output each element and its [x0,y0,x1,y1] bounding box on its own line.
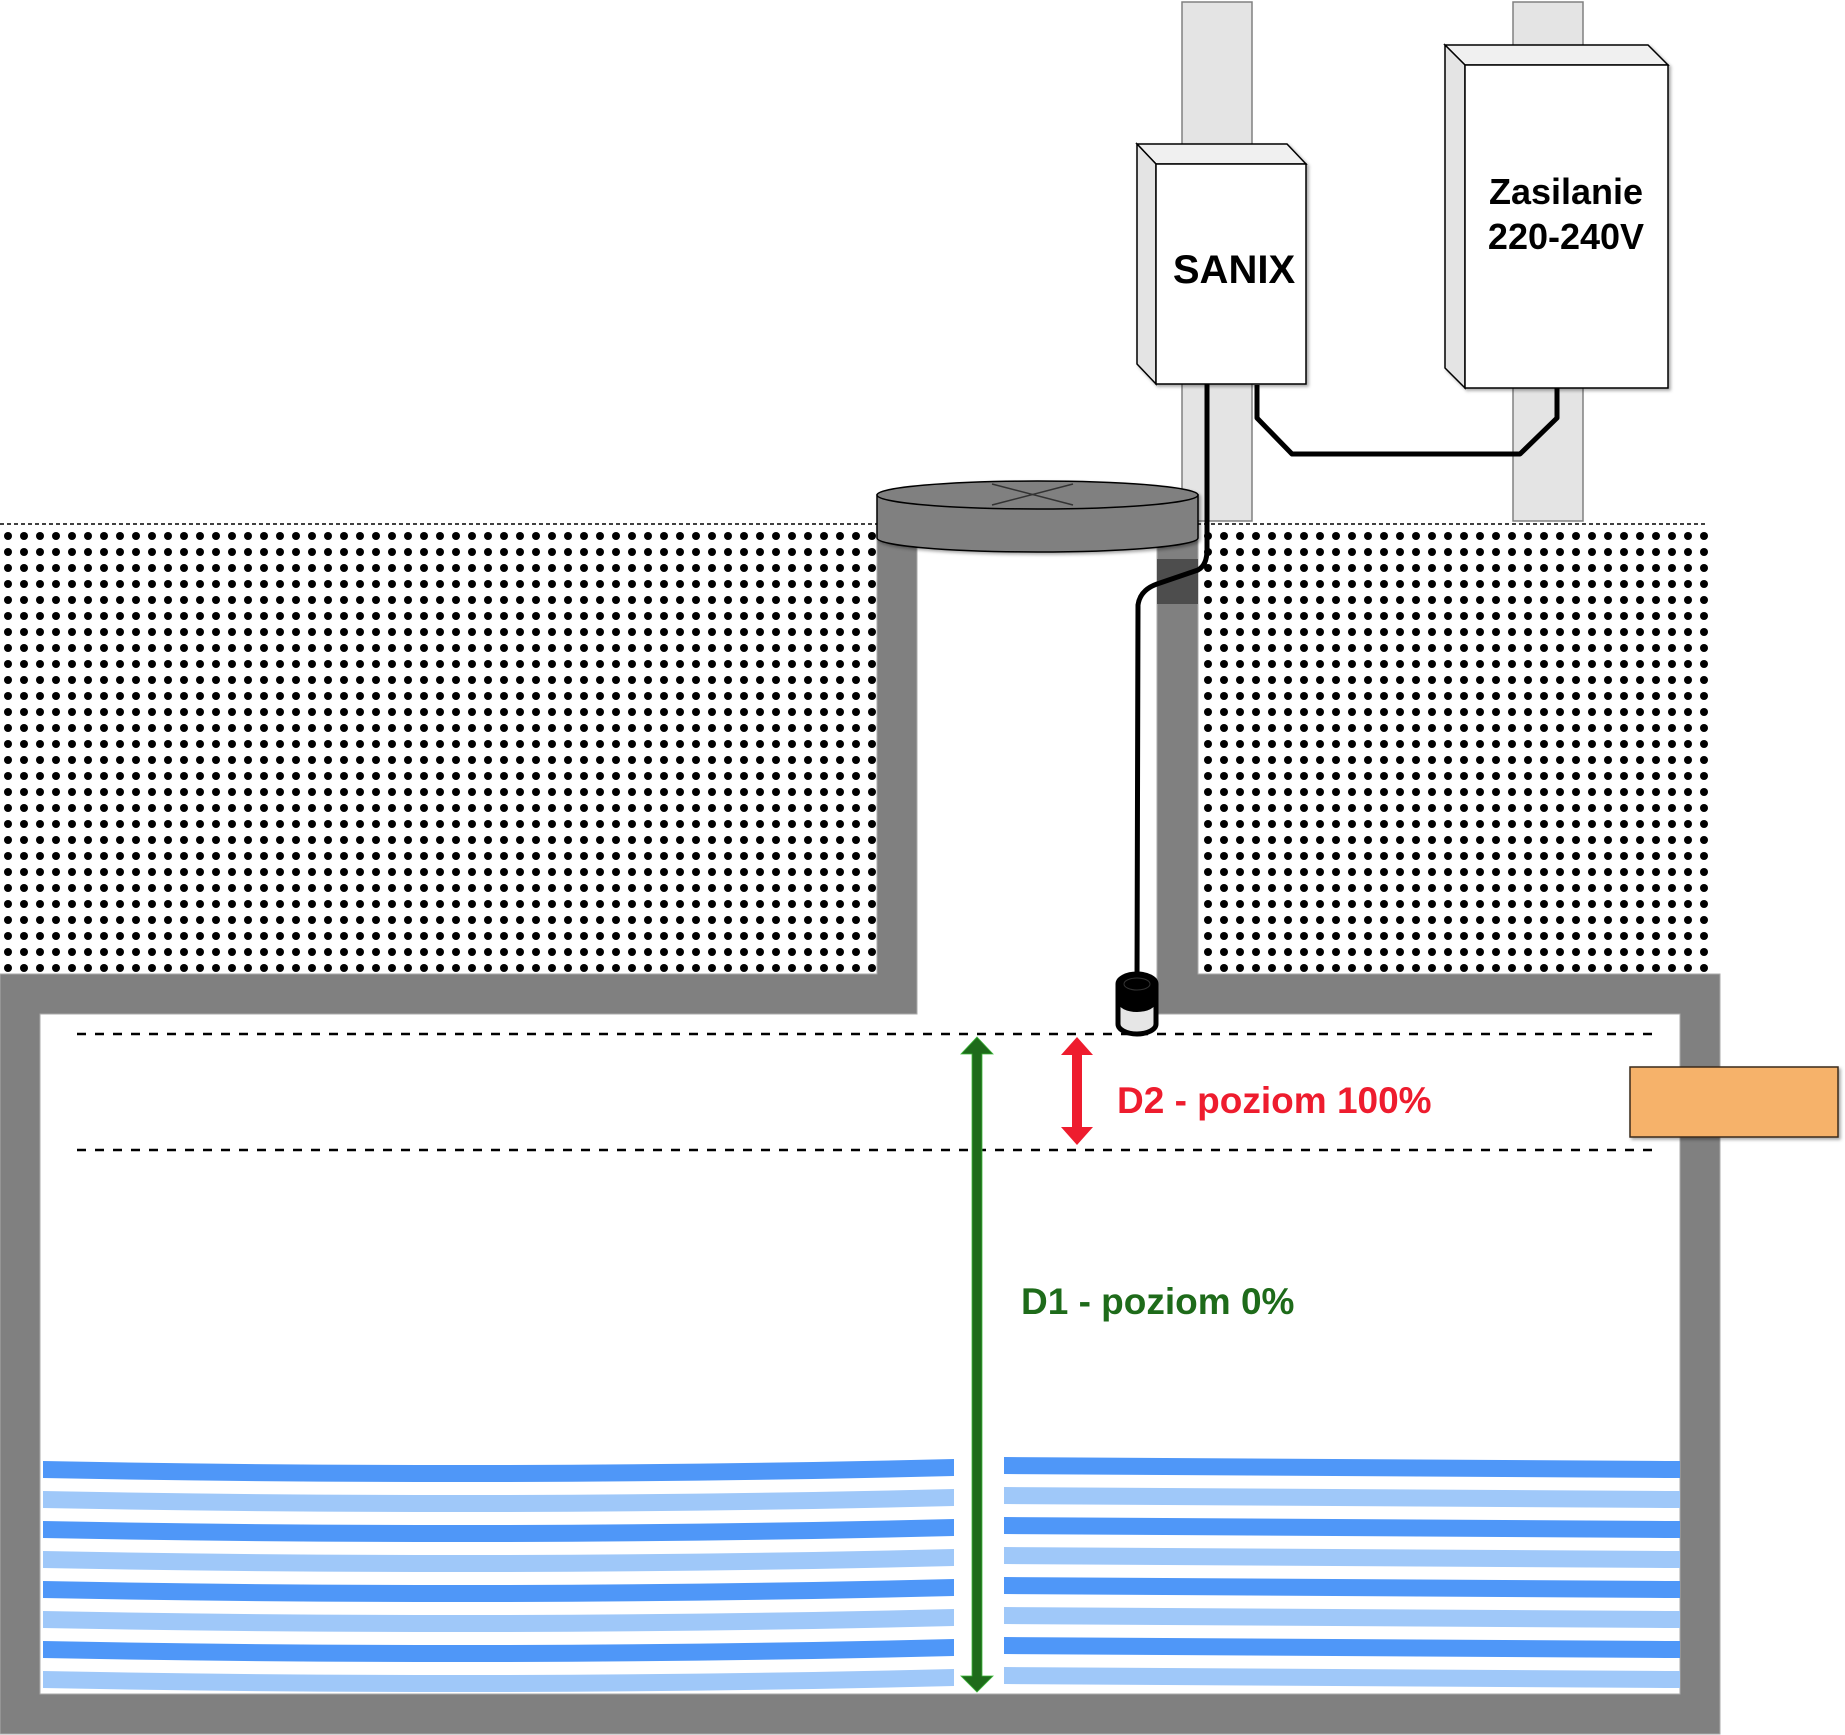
water-stripe [1004,1667,1680,1688]
water-stripe [1004,1487,1680,1508]
water-stripe [43,1609,954,1633]
water-stripe [1004,1547,1680,1568]
power-supply-box [1443,43,1670,390]
d2-label: D2 - poziom 100% [1117,1080,1432,1121]
power-supply-label-line2: 220-240V [1488,216,1644,257]
inlet-pipe [1629,1066,1839,1138]
water-stripe [43,1459,954,1483]
water-stripe [1004,1607,1680,1628]
water-stripe [43,1669,954,1693]
manhole-lid [876,480,1199,553]
water-stripe [43,1639,954,1663]
soil-area [0,523,1708,974]
water [43,1457,1680,1693]
d1-arrow [960,1036,994,1693]
sanix-label: SANIX [1173,248,1296,292]
water-stripe [43,1489,954,1513]
soil-dots-left [0,528,877,974]
water-stripe [43,1519,954,1543]
power-supply-label-line1: Zasilanie [1489,171,1643,212]
water-stripe [1004,1457,1680,1478]
level-sensor [1115,971,1159,1037]
water-stripe [1004,1577,1680,1598]
sensor-cable [1134,382,1210,988]
water-stripe [1004,1637,1680,1658]
water-stripe [1004,1517,1680,1538]
water-stripe [43,1549,954,1573]
d1-label: D1 - poziom 0% [1021,1281,1294,1322]
water-stripe [43,1579,954,1603]
d2-arrow [1061,1037,1093,1145]
sanix-controller-box [1135,142,1308,386]
soil-dots-right [1198,528,1708,974]
power-cable [1254,385,1560,457]
